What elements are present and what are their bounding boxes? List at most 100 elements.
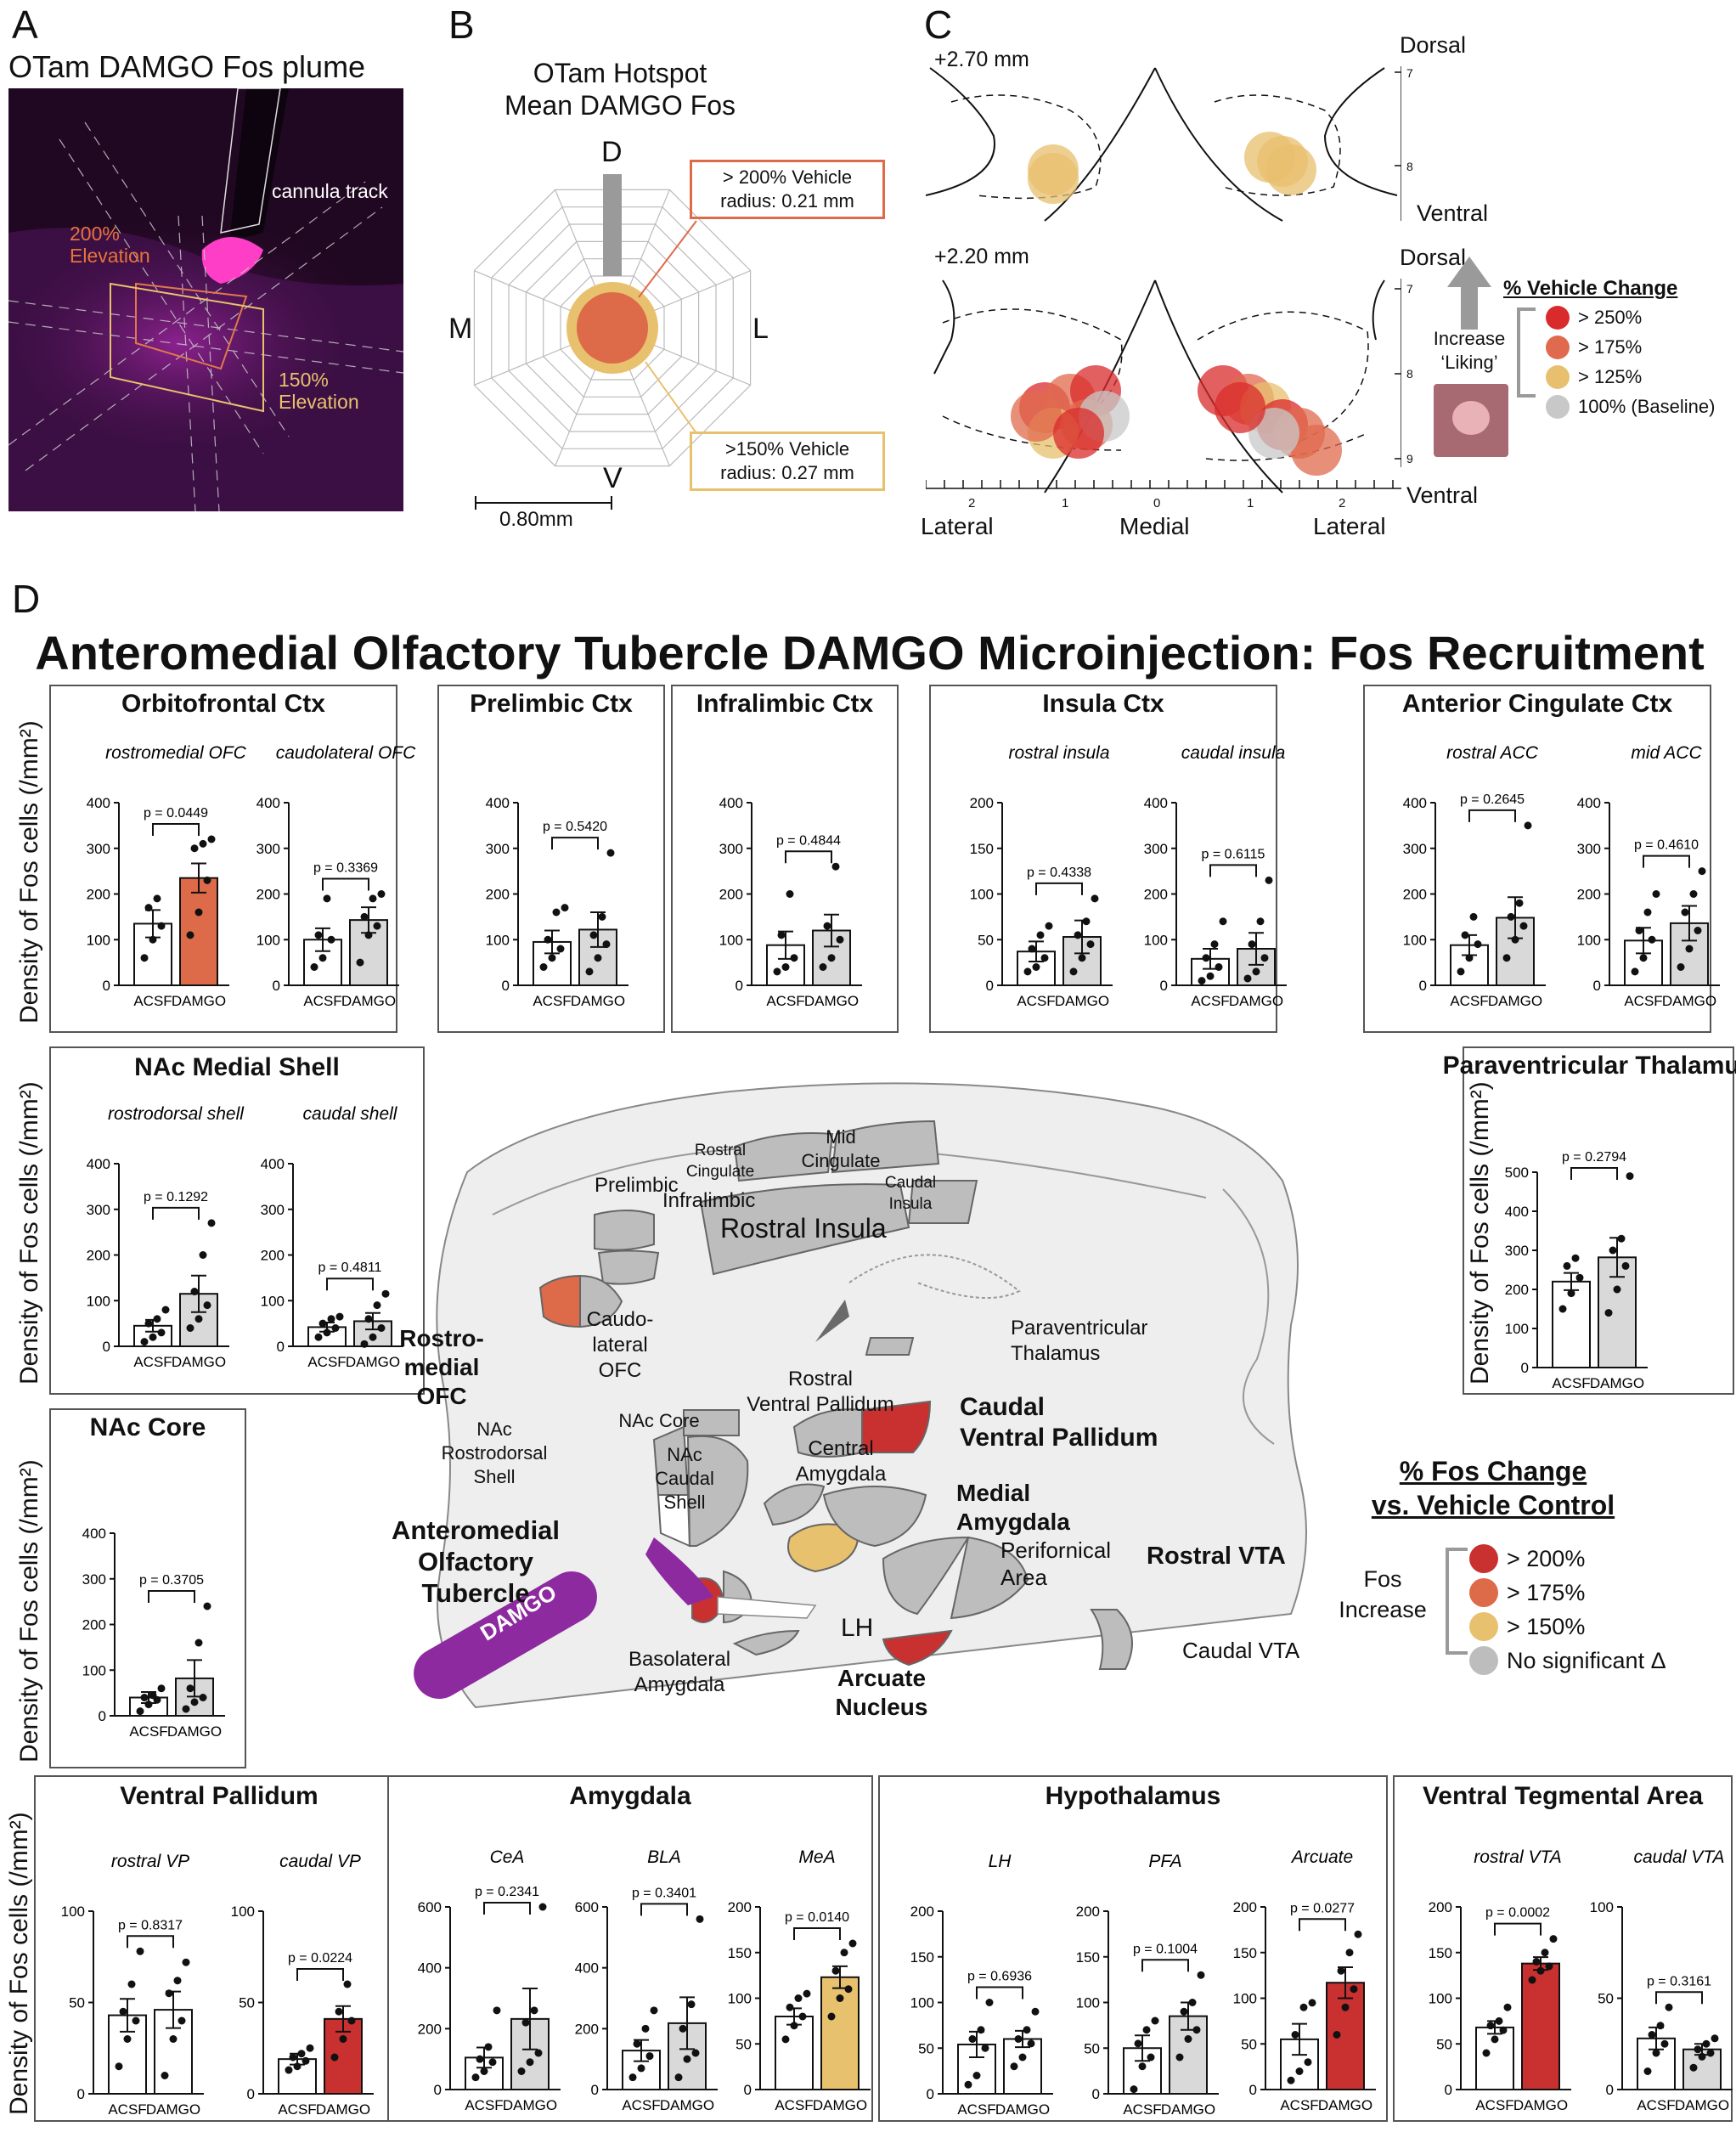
data-point xyxy=(364,1315,373,1323)
data-point xyxy=(530,2006,538,2015)
y-tick-label: 0 xyxy=(1092,2086,1100,2102)
data-point xyxy=(1023,967,1032,976)
data-point xyxy=(1287,2076,1295,2084)
data-point xyxy=(136,1707,144,1716)
x-tick-label: ACSF xyxy=(775,2097,813,2113)
data-point xyxy=(1219,917,1227,926)
data-point xyxy=(790,2022,798,2030)
chart-subtitle: MeA xyxy=(798,1847,835,1867)
section-270: +2.70 mm xyxy=(934,48,1029,71)
y-tick-label: 0 xyxy=(434,2082,442,2098)
chart-subtitle: mid ACC xyxy=(1631,743,1702,763)
data-point xyxy=(1256,917,1265,926)
chart-subtitle: PFA xyxy=(1148,1852,1181,1871)
x-tick-label: DAMGO xyxy=(571,993,625,1009)
region-rostral-insula xyxy=(699,1183,910,1276)
ytick-8-b: 8 xyxy=(1406,367,1413,381)
y-tick-label: 400 xyxy=(87,1156,110,1172)
p-value: p = 0.0224 xyxy=(288,1951,352,1966)
data-point xyxy=(1192,2026,1201,2034)
data-point xyxy=(641,2024,650,2033)
legend-item: > 150% xyxy=(1469,1612,1585,1641)
elev-150-label: 150% xyxy=(279,369,329,391)
map-label-rvp: Ventral Pallidum xyxy=(747,1393,894,1416)
data-point xyxy=(190,1288,199,1295)
data-point xyxy=(123,2035,132,2043)
bar-damgo xyxy=(820,1976,860,2090)
map-label-nacrs: Rostrodorsal xyxy=(441,1442,548,1464)
x-tick-label: ACSF xyxy=(307,1354,346,1370)
region-caudal-vp xyxy=(861,1400,932,1453)
data-point xyxy=(602,940,611,949)
sagittal-brain-map xyxy=(414,1082,1307,1709)
callout-150-line1: >150% Vehicle xyxy=(724,438,850,460)
p-value: p = 0.6115 xyxy=(1202,847,1265,861)
p-value: p = 0.3369 xyxy=(313,861,378,876)
y-tick-label: 0 xyxy=(736,978,743,994)
x-tick-label: ACSF xyxy=(766,993,804,1009)
y-tick-label: 0 xyxy=(247,2086,255,2102)
data-point xyxy=(679,2024,687,2033)
y-tick-label: 150 xyxy=(1429,1945,1452,1961)
data-point xyxy=(153,894,161,903)
data-point xyxy=(968,2035,977,2043)
y-tick-label: 100 xyxy=(87,1293,110,1309)
y-tick-label: 100 xyxy=(728,1991,752,2007)
y-tick-label: 400 xyxy=(719,795,743,811)
region-lh xyxy=(882,1536,970,1616)
x-tick-label: DAMGO xyxy=(660,2097,714,2113)
data-point xyxy=(1689,2063,1698,2072)
y-tick-label: 400 xyxy=(87,795,110,811)
data-point xyxy=(1660,2039,1669,2048)
data-point xyxy=(633,2039,641,2048)
p-value: p = 0.8317 xyxy=(118,1918,183,1932)
y-tick-label: 200 xyxy=(1403,887,1427,903)
map-label-otam: Tubercle xyxy=(421,1578,530,1608)
legend-label: > 125% xyxy=(1578,366,1643,387)
data-point xyxy=(1018,2053,1027,2062)
data-point xyxy=(827,2012,836,2021)
map-label-pvt: Paraventricular xyxy=(1011,1317,1148,1340)
data-point xyxy=(803,1989,811,1998)
data-point xyxy=(1519,922,1528,930)
chart-subtitle: caudal VTA xyxy=(1634,1847,1725,1867)
group-title: Hypothalamus xyxy=(1045,1782,1221,1810)
medial-label: Medial xyxy=(1119,513,1190,539)
map-label-nacrs: Shell xyxy=(473,1466,516,1487)
placement-dot xyxy=(1053,408,1104,459)
y-tick-label: 400 xyxy=(1505,1204,1529,1220)
data-point xyxy=(1265,876,1273,884)
region-nac-caudal xyxy=(686,1435,749,1547)
data-point xyxy=(203,1301,211,1310)
map-label-caudolateral: Caudo- xyxy=(586,1308,654,1331)
y-tick-label: 200 xyxy=(486,887,510,903)
x-tick-label: DAMGO xyxy=(172,993,226,1009)
data-point xyxy=(794,1994,803,2002)
data-point xyxy=(377,1324,386,1332)
data-point xyxy=(1010,2062,1018,2071)
p-value: p = 0.2794 xyxy=(1562,1150,1626,1165)
y-tick-label: 200 xyxy=(256,887,280,903)
y-axis-title: Density of Fos cells (/mm²) xyxy=(15,1459,43,1763)
y-tick-label: 150 xyxy=(1233,1945,1257,1961)
y-tick-label: 300 xyxy=(1505,1243,1529,1259)
lateral-right: Lateral xyxy=(1313,513,1386,539)
y-tick-label: 100 xyxy=(910,1995,934,2011)
data-point xyxy=(493,2006,501,2015)
y-tick-label: 0 xyxy=(744,2082,752,2098)
data-point xyxy=(790,954,798,962)
y-tick-label: 100 xyxy=(61,1904,85,1920)
placement-dot xyxy=(1291,425,1342,476)
legend-label: > 175% xyxy=(1507,1579,1586,1605)
data-point xyxy=(149,935,157,944)
data-point xyxy=(207,1219,216,1227)
x-tick-label: ACSF xyxy=(1450,993,1488,1009)
group-box-11 xyxy=(1393,1775,1733,2122)
data-point xyxy=(539,963,548,971)
data-point xyxy=(1304,2058,1312,2067)
y-tick-label: 0 xyxy=(502,978,510,994)
data-point xyxy=(598,912,606,921)
map-label-rostromedial: OFC xyxy=(416,1383,467,1409)
